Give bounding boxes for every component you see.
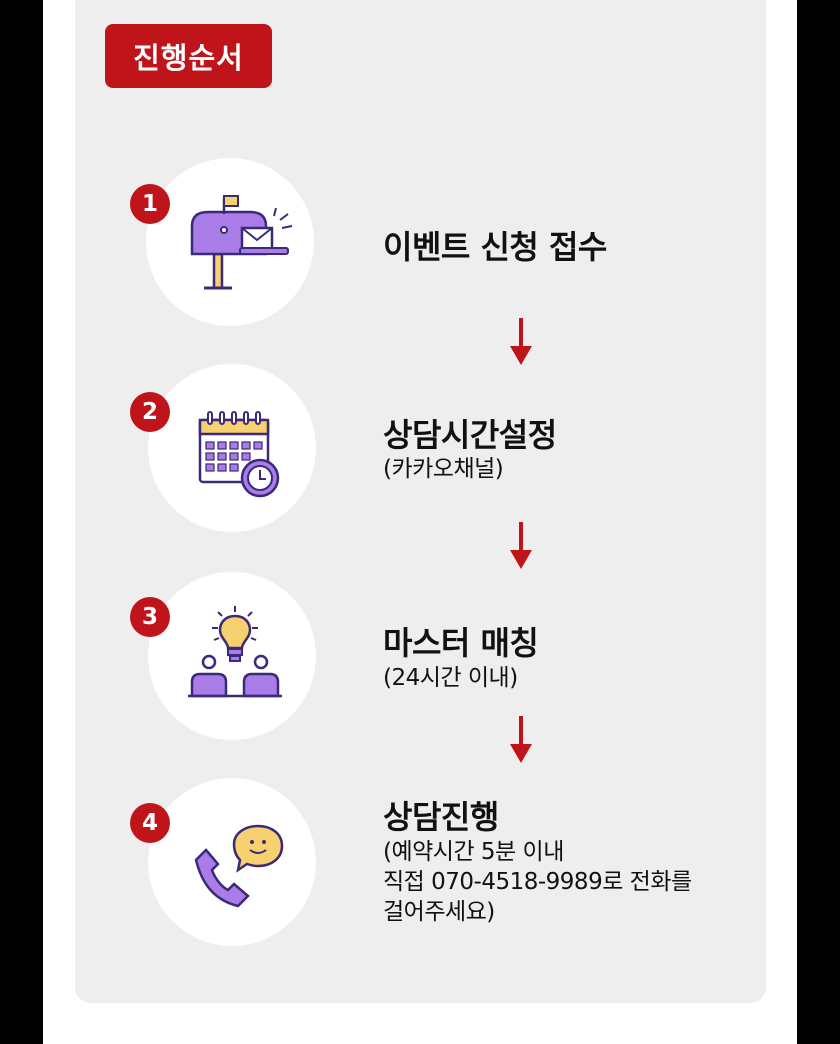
step-3-number: 3 [130, 597, 170, 637]
step-3-icon-circle [148, 572, 316, 740]
step-2-number: 2 [130, 392, 170, 432]
step-2-title: 상담시간설정 [383, 416, 557, 454]
step-3-subtitle: (24시간 이내) [383, 665, 518, 691]
step-1-number: 1 [130, 184, 170, 224]
step-4-icon-circle [148, 778, 316, 946]
idea-people-icon [188, 606, 282, 698]
arrow-down-icon [510, 522, 532, 569]
step-1-icon-circle [146, 158, 314, 326]
step-4-subtitle-line-3: 걸어주세요) [383, 899, 495, 925]
step-4-subtitle-line-1: (예약시간 5분 이내 [383, 839, 564, 865]
step-1-title: 이벤트 신청 접수 [383, 228, 607, 266]
step-4-subtitle-line-2: 직접 070-4518-9989로 전화를 [383, 869, 692, 895]
section-badge-label: 진행순서 [133, 41, 244, 75]
mailbox-icon [190, 195, 293, 290]
arrow-down-icon [510, 318, 532, 365]
section-badge: 진행순서 [105, 24, 272, 88]
step-4-number: 4 [130, 803, 170, 843]
phone-chat-icon [194, 824, 284, 908]
step-2-icon-circle [148, 364, 316, 532]
step-3-title: 마스터 매칭 [383, 624, 539, 662]
step-4-title: 상담진행 [383, 798, 499, 836]
calendar-clock-icon [198, 411, 280, 498]
arrow-down-icon [510, 716, 532, 763]
step-2-subtitle: (카카오채널) [383, 456, 504, 482]
